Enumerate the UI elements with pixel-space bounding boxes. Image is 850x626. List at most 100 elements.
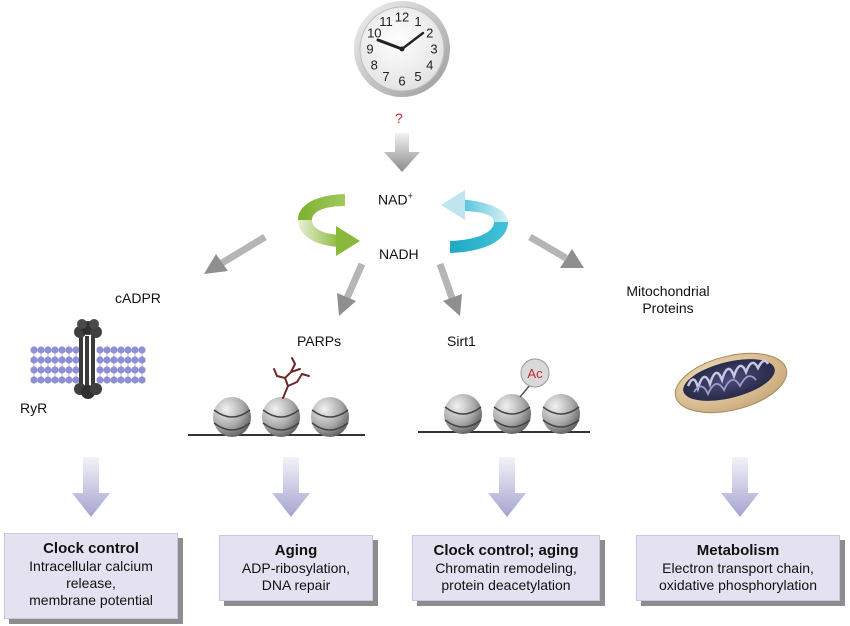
clock-numeral: 2 <box>426 26 433 41</box>
nucleosome <box>262 397 300 437</box>
lipid-head <box>117 376 125 384</box>
nad-superscript: + <box>407 191 413 201</box>
lipid-head <box>110 376 118 384</box>
outcome-line: DNA repair <box>261 577 331 593</box>
lipid-head <box>44 366 52 374</box>
lipid-head <box>110 366 118 374</box>
clock-numeral: 5 <box>414 69 421 84</box>
clock-minute-hand <box>400 31 425 51</box>
outcome-title: Clock control <box>43 540 139 557</box>
clock-to-nad-arrow <box>384 133 420 172</box>
acetyl-marker: Ac <box>520 358 550 388</box>
lipid-head <box>65 346 73 354</box>
lipid-head <box>138 346 146 354</box>
mito-proteins-label: Mitochondrial Proteins <box>611 283 725 317</box>
lipid-head <box>117 346 125 354</box>
lipid-head <box>44 346 52 354</box>
lipid-head <box>58 346 66 354</box>
lipid-head <box>72 366 80 374</box>
lipid-head <box>51 346 59 354</box>
lipid-head <box>37 376 45 384</box>
parps-label: PARPs <box>297 333 342 349</box>
mito-label-line-2: Proteins <box>642 300 694 316</box>
nucleosome <box>213 397 251 437</box>
lipid-head <box>138 376 146 384</box>
question-mark: ? <box>395 110 403 126</box>
lipid-head <box>138 356 146 364</box>
arrow-to-parps <box>337 262 366 316</box>
lipid-head <box>117 366 125 374</box>
clock-numeral: 3 <box>430 42 437 57</box>
lipid-head <box>37 346 45 354</box>
lipid-head <box>44 356 52 364</box>
lipid-head <box>131 356 139 364</box>
lipid-head <box>110 346 118 354</box>
lipid-head <box>30 366 38 374</box>
clock-numeral: 1 <box>414 14 421 29</box>
clock-numeral: 4 <box>426 58 433 73</box>
lipid-head <box>96 346 104 354</box>
arrow-to-cadpr <box>204 234 267 274</box>
clock-hour-hand <box>376 38 404 51</box>
outcome-box-clock-control-aging: Clock control; aging Chromatin remodelin… <box>412 535 600 601</box>
nucleosome <box>542 394 580 434</box>
lipid-head <box>103 376 111 384</box>
outcome-title: Aging <box>274 542 318 559</box>
lipid-head <box>58 376 66 384</box>
outcome-line: Intracellular calcium <box>29 558 153 574</box>
lipid-head <box>117 356 125 364</box>
lipid-head <box>65 366 73 374</box>
mitochondrion-icon <box>674 352 788 414</box>
cadpr-label: cADPR <box>115 290 161 306</box>
lipid-head <box>124 366 132 374</box>
clock-numeral: 11 <box>379 14 393 29</box>
clock-numeral: 7 <box>382 69 389 84</box>
nad-text: NAD <box>378 191 408 208</box>
membrane-bilayer <box>30 346 146 384</box>
lipid-head <box>124 376 132 384</box>
outcome-title: Clock control; aging <box>433 542 579 559</box>
mito-label-line-1: Mitochondrial <box>626 283 710 299</box>
adp-ribose-chain-icon <box>273 357 310 399</box>
lipid-head <box>51 376 59 384</box>
outcome-box-aging: Aging ADP-ribosylation, DNA repair <box>219 535 373 601</box>
outcome-title: Metabolism <box>696 542 780 559</box>
lipid-head <box>72 356 80 364</box>
lipid-head <box>65 376 73 384</box>
arrow-to-sirt1 <box>436 262 462 316</box>
lipid-head <box>58 366 66 374</box>
lipid-head <box>51 356 59 364</box>
clock-numeral: 6 <box>398 74 405 89</box>
lipid-head <box>110 356 118 364</box>
lipid-head <box>72 376 80 384</box>
lipid-head <box>58 356 66 364</box>
lipid-head <box>124 356 132 364</box>
lipid-head <box>44 376 52 384</box>
clock-numeral: 12 <box>395 10 409 25</box>
arrow-to-clock-control-aging <box>488 457 526 517</box>
ryr-channel-icon <box>74 319 102 399</box>
lipid-head <box>124 346 132 354</box>
parps-chromatin <box>188 357 365 437</box>
nad-plus-label: NAD+ <box>378 188 413 209</box>
cyan-cycle-arrow <box>441 190 508 253</box>
sirt1-label: Sirt1 <box>447 333 476 349</box>
outcome-box-clock-control: Clock control Intracellular calcium rele… <box>4 533 178 619</box>
nadh-label: NADH <box>379 246 419 262</box>
lipid-head <box>30 346 38 354</box>
outcome-line: oxidative phosphorylation <box>659 577 817 593</box>
lipid-head <box>30 356 38 364</box>
clock-numeral: 9 <box>366 42 373 57</box>
ryr-label: RyR <box>20 400 48 416</box>
lipid-head <box>96 366 104 374</box>
arrow-to-clock-control <box>72 457 110 517</box>
lipid-head <box>103 356 111 364</box>
lipid-head <box>37 356 45 364</box>
green-cycle-arrow <box>298 194 360 256</box>
nucleosome <box>311 397 349 437</box>
clock-numeral: 10 <box>367 26 381 41</box>
lipid-head <box>30 376 38 384</box>
